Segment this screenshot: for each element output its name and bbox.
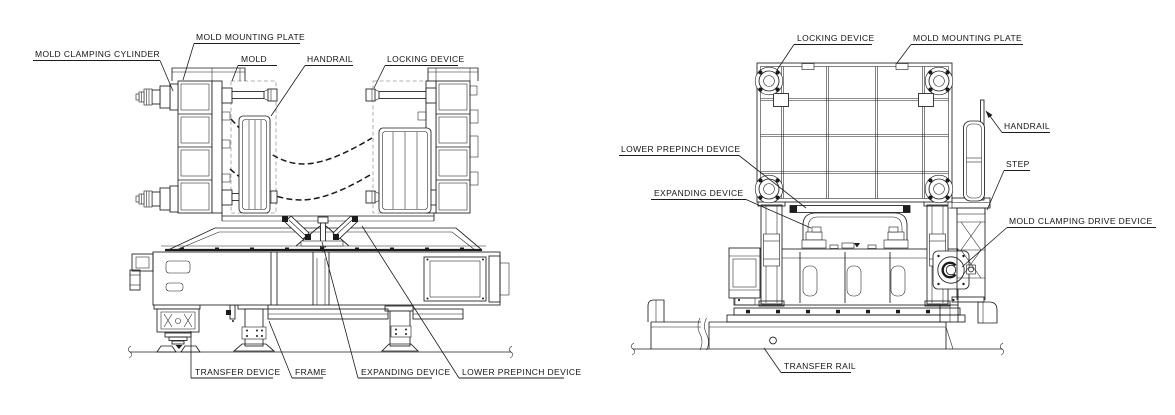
callout-mold: MOLD [231,54,277,82]
callout-expanding-device-side: EXPANDING DEVICE [651,188,812,229]
locking-device-hubs [754,66,954,204]
label-locking-device-side: LOCKING DEVICE [797,33,875,43]
expanding-device-part [282,215,358,252]
mold-mounting-plate-side [756,62,953,203]
label-lower-prepinch-device-side: LOWER PREPINCH DEVICE [621,144,740,154]
label-mold-mounting-plate-side: MOLD MOUNTING PLATE [913,33,1022,43]
callout-mold-mounting-plate-side: MOLD MOUNTING PLATE [896,33,1023,64]
callout-lower-prepinch-device-side: LOWER PREPINCH DEVICE [619,144,807,209]
mold-clamping-cylinder-top [135,83,179,111]
label-transfer-rail: TRANSFER RAIL [784,361,856,371]
label-transfer-device: TRANSFER DEVICE [195,367,281,377]
frame-base-box [129,245,510,306]
mold-clamping-drive-device-part [932,250,976,290]
frame-support-legs [226,297,464,352]
label-handrail-side: HANDRAIL [1004,121,1050,131]
expanding-device-part-side [801,212,909,249]
front-view-drawing: MOLD CLAMPING CYLINDER MOLD MOUNTING PLA… [33,32,581,379]
callout-locking-device-side: LOCKING DEVICE [776,33,875,71]
label-step: STEP [1006,159,1030,169]
callout-transfer-device: TRANSFER DEVICE [190,331,281,379]
label-mold-clamping-cylinder: MOLD CLAMPING CYLINDER [35,49,160,59]
callout-handrail: HANDRAIL [270,54,353,117]
callout-expanding-device: EXPANDING DEVICE [321,241,451,379]
callout-mold-mounting-plate: MOLD MOUNTING PLATE [182,32,305,81]
label-expanding-device-side: EXPANDING DEVICE [654,188,744,198]
label-handrail: HANDRAIL [307,54,353,64]
callout-mold-clamping-cylinder: MOLD CLAMPING CYLINDER [33,49,174,92]
label-expanding-device: EXPANDING DEVICE [361,367,451,377]
callout-lower-prepinch-device: LOWER PREPINCH DEVICE [361,225,581,379]
label-mold: MOLD [241,54,267,64]
mold-mounting-plate-left [177,80,231,214]
step-part [947,197,998,324]
label-lower-prepinch-device: LOWER PREPINCH DEVICE [462,367,581,377]
callout-frame: FRAME [268,320,327,379]
callout-locking-device: LOCKING DEVICE [373,54,465,89]
transfer-device-part [153,302,201,353]
mold-clamping-cylinder-bottom [135,185,179,213]
handrail-right [378,127,432,214]
label-mold-mounting-plate: MOLD MOUNTING PLATE [196,32,305,42]
handrail-left [238,115,271,214]
top-cap-beams [171,67,479,81]
callout-transfer-rail: TRANSFER RAIL [763,347,856,373]
side-view-drawing: LOCKING DEVICE MOLD MOUNTING PLATE HANDR… [619,33,1156,373]
label-locking-device: LOCKING DEVICE [387,54,465,64]
ground-line-side [630,342,1005,356]
callout-mold-clamping-drive-device: MOLD CLAMPING DRIVE DEVICE [961,216,1156,268]
callout-step: STEP [986,159,1030,211]
label-mold-clamping-drive-device: MOLD CLAMPING DRIVE DEVICE [1009,216,1153,226]
handrail-part-side [963,99,985,202]
callout-handrail-side: HANDRAIL [985,110,1050,133]
transfer-rail-part [647,299,966,351]
label-frame: FRAME [295,367,327,377]
